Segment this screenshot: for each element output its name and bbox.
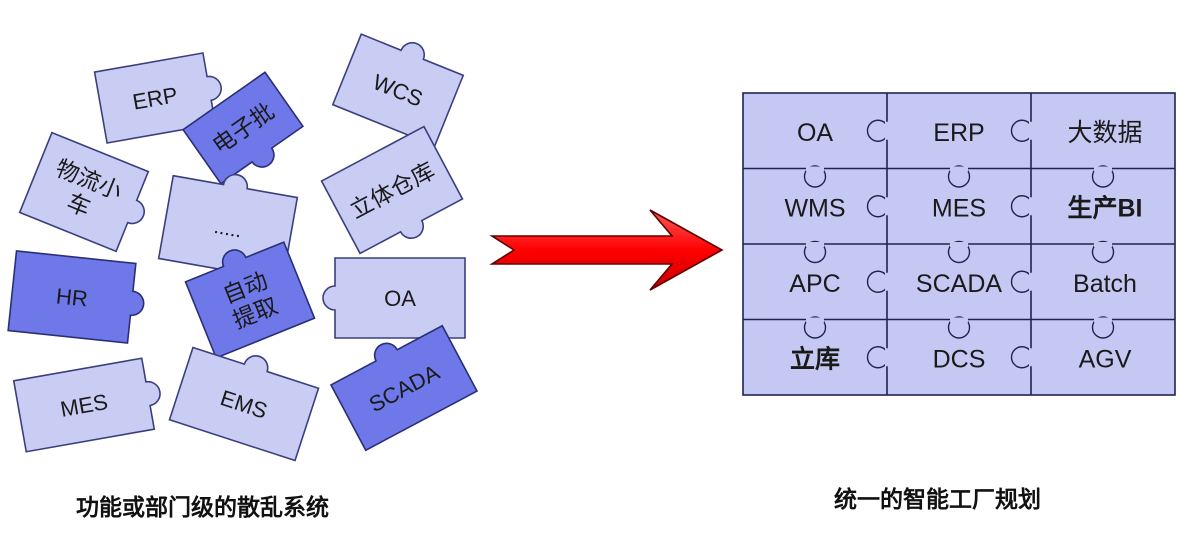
puzzle-piece-shape bbox=[7, 250, 145, 344]
puzzle-piece-mes: MES bbox=[12, 357, 161, 453]
unified-puzzle-grid: OA ERP 大数据 WMS MES 生产BI APC SCADA Batch 立库 DCS AGV bbox=[742, 92, 1176, 396]
puzzle-piece-shape bbox=[18, 131, 150, 253]
grid-cell-label: MES bbox=[932, 194, 986, 222]
knob-join bbox=[1094, 166, 1112, 172]
unified-caption: 统一的智能工厂规划 bbox=[834, 487, 1041, 513]
grid-cell-label: 生产BI bbox=[1067, 194, 1142, 222]
knob-join bbox=[1029, 348, 1034, 367]
puzzle-piece-label: OA bbox=[384, 286, 416, 311]
knob-join bbox=[806, 242, 824, 247]
knob-join bbox=[950, 317, 968, 323]
knob-join bbox=[885, 348, 890, 367]
knob-join bbox=[1094, 242, 1112, 247]
grid-cell-label: 大数据 bbox=[1067, 119, 1142, 147]
puzzle-piece-shape bbox=[320, 125, 464, 255]
puzzle-piece-shape bbox=[322, 257, 466, 339]
puzzle-piece-hr: HR bbox=[7, 250, 145, 344]
knob-join bbox=[885, 197, 890, 216]
grid-cell-label: OA bbox=[797, 119, 833, 147]
puzzle-piece-liti: 立体仓库 bbox=[320, 125, 464, 255]
puzzle-piece-ems: EMS bbox=[168, 346, 320, 462]
puzzle-piece-oa: OA bbox=[322, 257, 466, 339]
puzzle-piece-shape bbox=[168, 346, 320, 462]
knob-join bbox=[1029, 272, 1034, 291]
puzzle-piece-shape bbox=[329, 324, 479, 452]
grid-cell-label: Batch bbox=[1073, 270, 1137, 298]
grid-cell-label: SCADA bbox=[916, 270, 1002, 298]
knob-join bbox=[806, 317, 824, 323]
grid-cell-label: 立库 bbox=[790, 344, 840, 373]
grid-cell-label: APC bbox=[789, 270, 840, 298]
puzzle-piece-label: ..... bbox=[212, 216, 243, 242]
knob-join bbox=[806, 166, 824, 172]
puzzle-piece-wcs: WCS bbox=[331, 33, 465, 147]
puzzle-piece-scada: SCADA bbox=[329, 324, 479, 452]
grid-cell-label: AGV bbox=[1079, 345, 1132, 373]
puzzle-piece-erp: ERP bbox=[93, 52, 222, 144]
puzzle-piece-shape bbox=[93, 52, 222, 144]
grid-cell-label: WMS bbox=[784, 194, 845, 222]
puzzle-piece-shape bbox=[331, 33, 465, 147]
puzzle-piece-dianzi: 电子批 bbox=[182, 71, 304, 185]
knob-join bbox=[950, 166, 968, 172]
knob-join bbox=[950, 242, 968, 247]
knob-join bbox=[1029, 197, 1034, 216]
grid-cell-label: DCS bbox=[933, 345, 986, 373]
puzzle-piece-shape bbox=[12, 357, 161, 453]
scattered-caption: 功能或部门级的散乱系统 bbox=[76, 495, 329, 521]
knob-join bbox=[885, 121, 890, 140]
knob-join bbox=[1094, 317, 1112, 323]
puzzle-piece-label: HR bbox=[55, 283, 89, 311]
transition-arrow bbox=[489, 209, 724, 291]
grid-cell-label: ERP bbox=[933, 119, 984, 147]
knob-join bbox=[885, 272, 890, 291]
puzzle-piece-shape bbox=[184, 241, 316, 359]
knob-join bbox=[1029, 121, 1034, 140]
puzzle-piece-shape bbox=[182, 71, 304, 185]
